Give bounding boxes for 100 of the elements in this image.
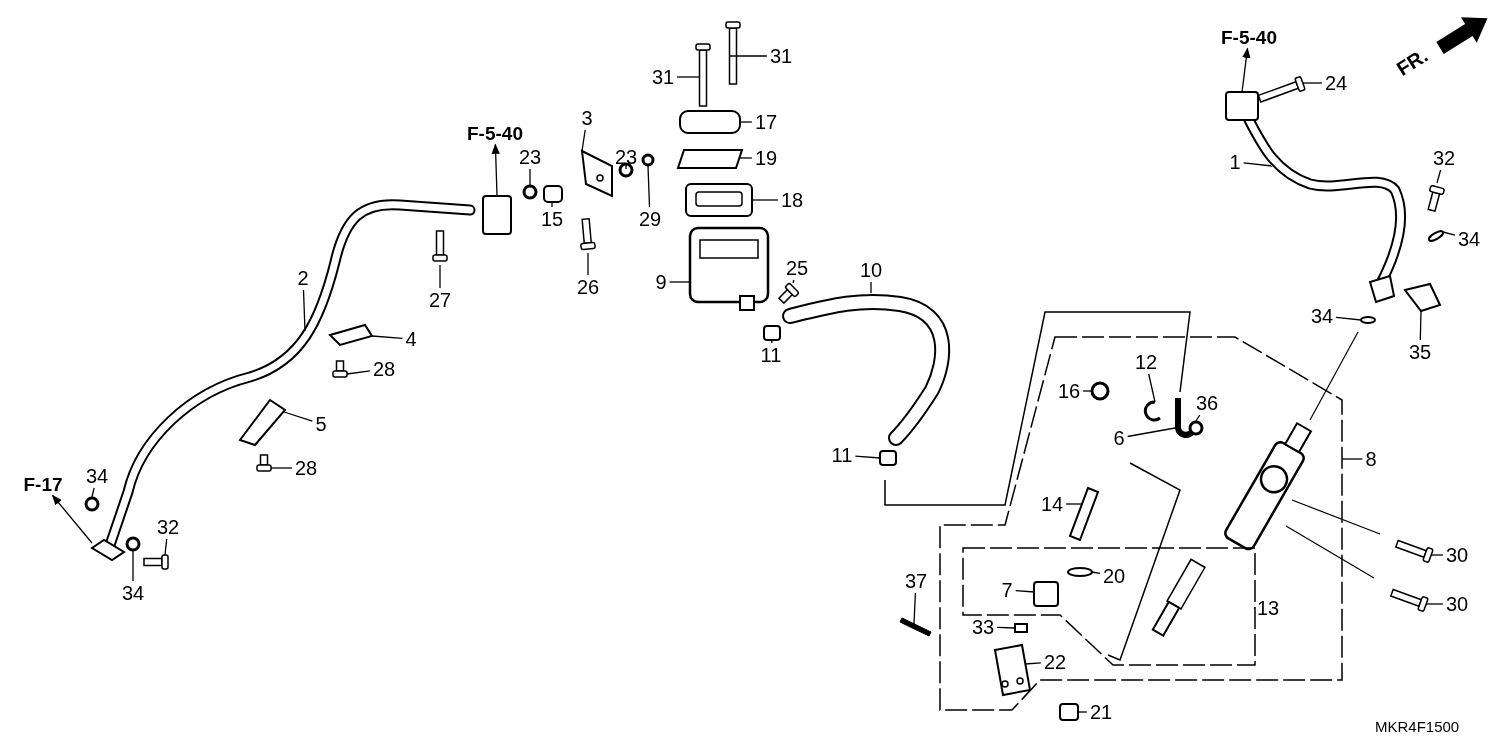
leader-line bbox=[647, 165, 651, 208]
callout-number: 30 bbox=[1443, 593, 1471, 615]
leader-line bbox=[1077, 711, 1088, 713]
reference-arrow bbox=[1241, 47, 1251, 93]
leader-line bbox=[1335, 316, 1362, 321]
callout-number: 12 bbox=[1132, 351, 1160, 373]
callout-number: 24 bbox=[1322, 72, 1350, 94]
callout-number: 23 bbox=[516, 146, 544, 168]
bolt bbox=[143, 554, 169, 570]
leader-line bbox=[1341, 458, 1364, 460]
reservoir-hose bbox=[782, 293, 951, 446]
reservoir-plate bbox=[676, 149, 744, 169]
callout-number: 4 bbox=[403, 328, 419, 350]
washer bbox=[522, 184, 538, 200]
callout-number: 31 bbox=[649, 66, 677, 88]
leader-line bbox=[625, 162, 627, 170]
callout-number: 26 bbox=[574, 276, 602, 298]
callout-number: 13 bbox=[1254, 597, 1282, 619]
callout-number: 17 bbox=[752, 111, 780, 133]
callout-number: 25 bbox=[783, 257, 811, 279]
bolt bbox=[1427, 184, 1446, 213]
bolt bbox=[1257, 75, 1306, 103]
leader-line bbox=[870, 281, 872, 294]
leader-line bbox=[729, 55, 768, 57]
callout-number: 22 bbox=[1041, 651, 1069, 673]
leader-line bbox=[1014, 589, 1035, 593]
leader-line bbox=[739, 121, 753, 123]
leader-line bbox=[164, 538, 168, 556]
reservoir-cap bbox=[679, 110, 741, 134]
leader-line bbox=[1024, 662, 1042, 665]
callout-number: 2 bbox=[295, 267, 311, 289]
leader-line bbox=[1091, 571, 1101, 575]
leader-line bbox=[1442, 231, 1456, 236]
callout-number: 15 bbox=[538, 208, 566, 230]
leader-line bbox=[91, 487, 95, 498]
callout-number: 16 bbox=[1055, 380, 1083, 402]
leader-line bbox=[1430, 554, 1444, 556]
cotter-pin bbox=[899, 617, 932, 637]
leader-line bbox=[751, 199, 779, 201]
leader-line bbox=[270, 467, 293, 469]
leader-line bbox=[668, 281, 691, 283]
front-direction-label: FR. bbox=[1393, 45, 1432, 79]
callout-number: 30 bbox=[1443, 544, 1471, 566]
bushing bbox=[543, 185, 563, 203]
leader-line bbox=[996, 626, 1016, 629]
leader-line bbox=[1419, 310, 1422, 341]
master-cylinder-reservoir bbox=[688, 226, 770, 311]
leader-line bbox=[1242, 162, 1273, 167]
callout-number: 9 bbox=[653, 271, 669, 293]
leader-line bbox=[302, 289, 306, 332]
callout-number: 31 bbox=[767, 45, 795, 67]
callout-number: 14 bbox=[1038, 493, 1066, 515]
callout-number: 3 bbox=[579, 107, 595, 129]
bolt bbox=[1394, 539, 1434, 564]
callout-number: 33 bbox=[969, 616, 997, 638]
leader-line bbox=[676, 76, 701, 78]
leader-line bbox=[1082, 390, 1092, 392]
leader-line bbox=[346, 370, 371, 375]
long-bolt bbox=[725, 21, 741, 85]
callout-number: 37 bbox=[902, 570, 930, 592]
leader-line bbox=[132, 550, 134, 582]
reference-arrow bbox=[491, 143, 500, 197]
leader-line bbox=[1065, 503, 1083, 505]
leader-line bbox=[792, 279, 795, 284]
callout-number: 5 bbox=[313, 413, 329, 435]
callout-number: 35 bbox=[1406, 341, 1434, 363]
leader-line bbox=[371, 335, 404, 339]
callout-number: 32 bbox=[154, 516, 182, 538]
hose-clip bbox=[879, 450, 897, 466]
bolt bbox=[1389, 588, 1429, 613]
brake-hose bbox=[1225, 91, 1407, 304]
callout-number: 34 bbox=[83, 465, 111, 487]
callout-number: 34 bbox=[1308, 305, 1336, 327]
washer bbox=[618, 162, 634, 178]
leader-line bbox=[581, 129, 586, 152]
washer bbox=[641, 153, 655, 167]
callout-number: 7 bbox=[999, 579, 1015, 601]
callout-number: 19 bbox=[752, 147, 780, 169]
callout-number: 29 bbox=[636, 208, 664, 230]
reference-label: F-17 bbox=[21, 473, 65, 495]
callout-number: 23 bbox=[612, 146, 640, 168]
reference-label: F-5-40 bbox=[1219, 26, 1279, 48]
long-bolt bbox=[695, 43, 711, 107]
leader-line bbox=[587, 252, 589, 276]
leader-line bbox=[1425, 603, 1444, 605]
leader-line bbox=[439, 264, 441, 289]
leader-line bbox=[1195, 414, 1201, 422]
callout-number: 27 bbox=[426, 289, 454, 311]
callout-number: 11 bbox=[829, 444, 855, 466]
callout-number: 28 bbox=[370, 358, 398, 380]
bolt bbox=[777, 282, 800, 305]
callout-number: 34 bbox=[1455, 228, 1483, 250]
o-ring bbox=[1427, 230, 1445, 242]
hose-clamp bbox=[1403, 282, 1442, 313]
callout-number: 20 bbox=[1100, 565, 1128, 587]
leader-line bbox=[1126, 427, 1176, 438]
leader-line bbox=[283, 411, 314, 422]
callout-number: 18 bbox=[778, 189, 806, 211]
drawing-code: MKR4F1500 bbox=[1375, 719, 1460, 734]
callout-number: 11 bbox=[758, 344, 784, 366]
